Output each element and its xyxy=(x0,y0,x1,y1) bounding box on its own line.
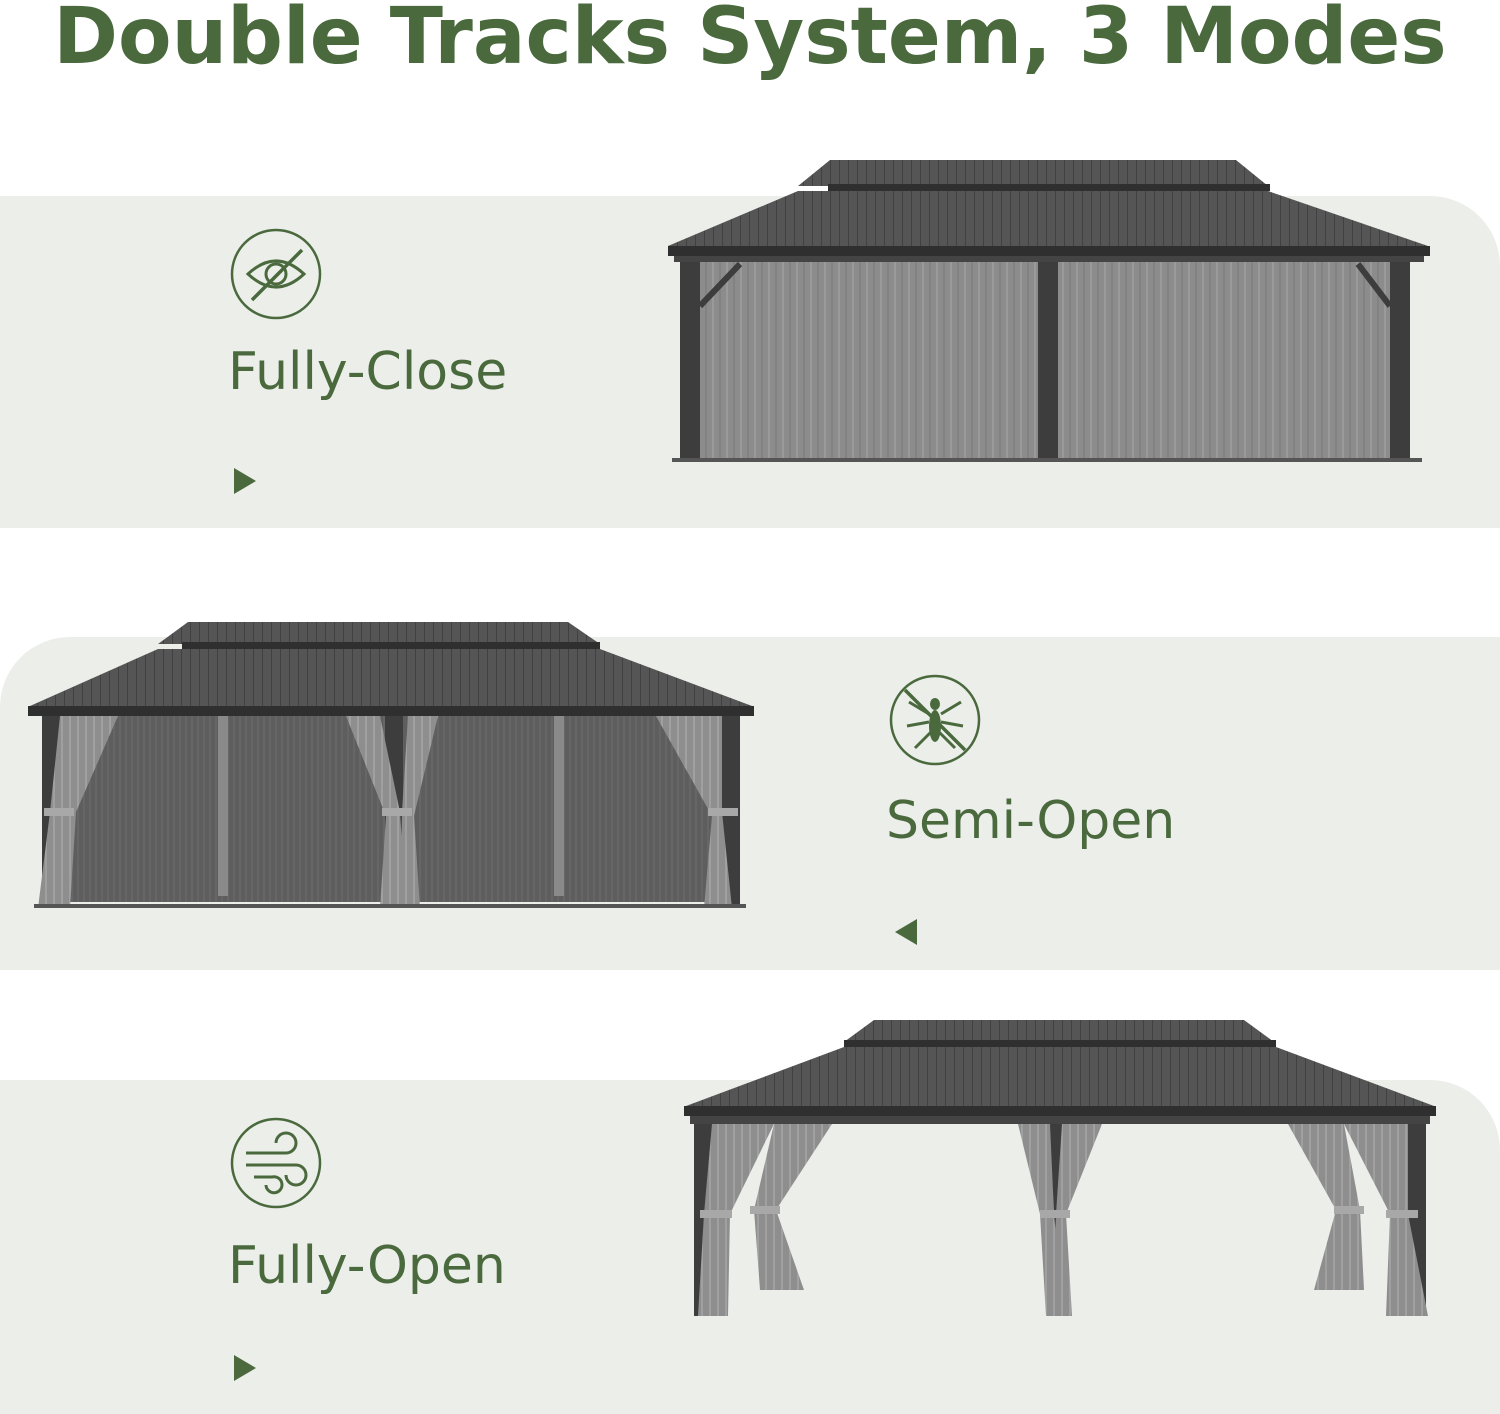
page-title: Double Tracks System, 3 Modes xyxy=(53,0,1447,82)
mode-label-fully-close: Fully-Close xyxy=(228,342,508,402)
gazebo-fully-open-image xyxy=(684,1020,1436,1316)
eye-slash-icon xyxy=(230,228,322,320)
no-mosquito-icon xyxy=(889,674,981,766)
play-right-arrow-icon xyxy=(234,468,256,494)
gazebo-fully-closed-image xyxy=(668,160,1430,462)
mode-label-semi-open: Semi-Open xyxy=(886,791,1176,851)
play-left-arrow-icon xyxy=(895,919,917,945)
wind-icon xyxy=(230,1117,322,1209)
gazebo-semi-open-image xyxy=(28,622,754,908)
play-right-arrow-icon xyxy=(234,1355,256,1381)
mode-label-fully-open: Fully-Open xyxy=(228,1236,506,1296)
